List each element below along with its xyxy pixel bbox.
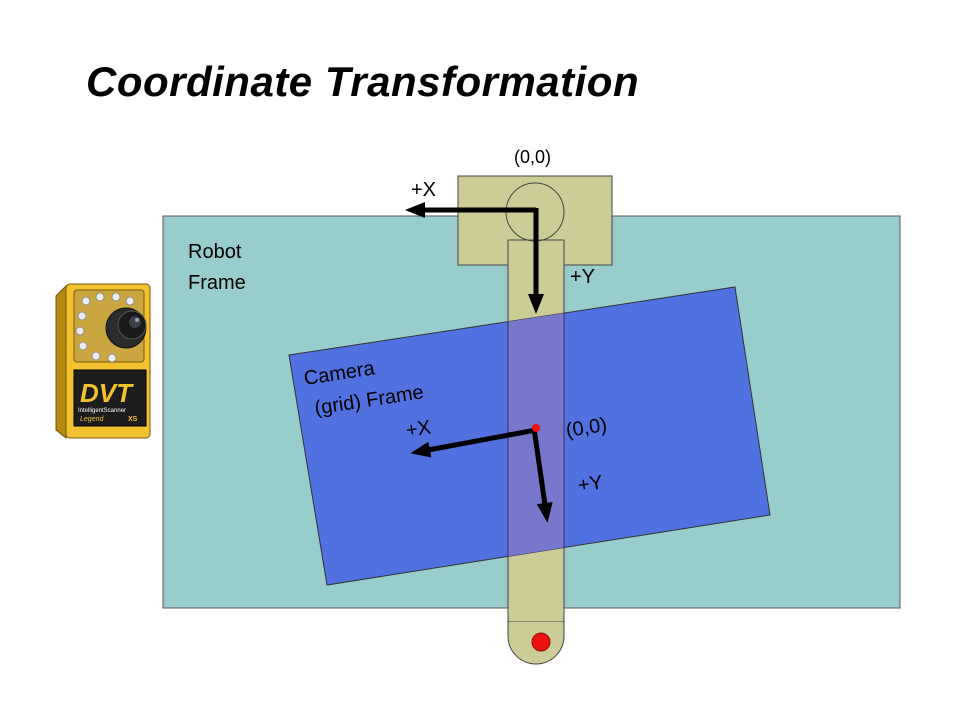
camera-y-axis-arrow: [531, 427, 553, 523]
robot-x-axis-label: +X: [411, 179, 436, 201]
slide-title: Coordinate Transformation: [86, 58, 640, 105]
camera-series-text: Legend: [80, 416, 104, 423]
camera-y-axis-label: +Y: [576, 471, 604, 497]
robot-frame-label-line1: Robot: [188, 241, 242, 263]
camera-origin-marker: [532, 424, 540, 432]
robot-y-axis-label: +Y: [570, 266, 595, 288]
robot-frame-label-line2: Frame: [188, 272, 246, 294]
robot-origin-label: (0,0): [514, 147, 551, 167]
camera-model-text: IntelligentScanner: [78, 408, 126, 414]
camera-variant-text: XS: [128, 416, 138, 423]
camera-x-axis-arrow: [410, 427, 537, 458]
tool-point-marker: [531, 632, 551, 652]
dvt-camera-device: DVT IntelligentScanner Legend XS: [55, 283, 151, 440]
camera-brand-logo: DVT: [80, 378, 134, 408]
camera-x-axis-label: +X: [404, 416, 432, 442]
